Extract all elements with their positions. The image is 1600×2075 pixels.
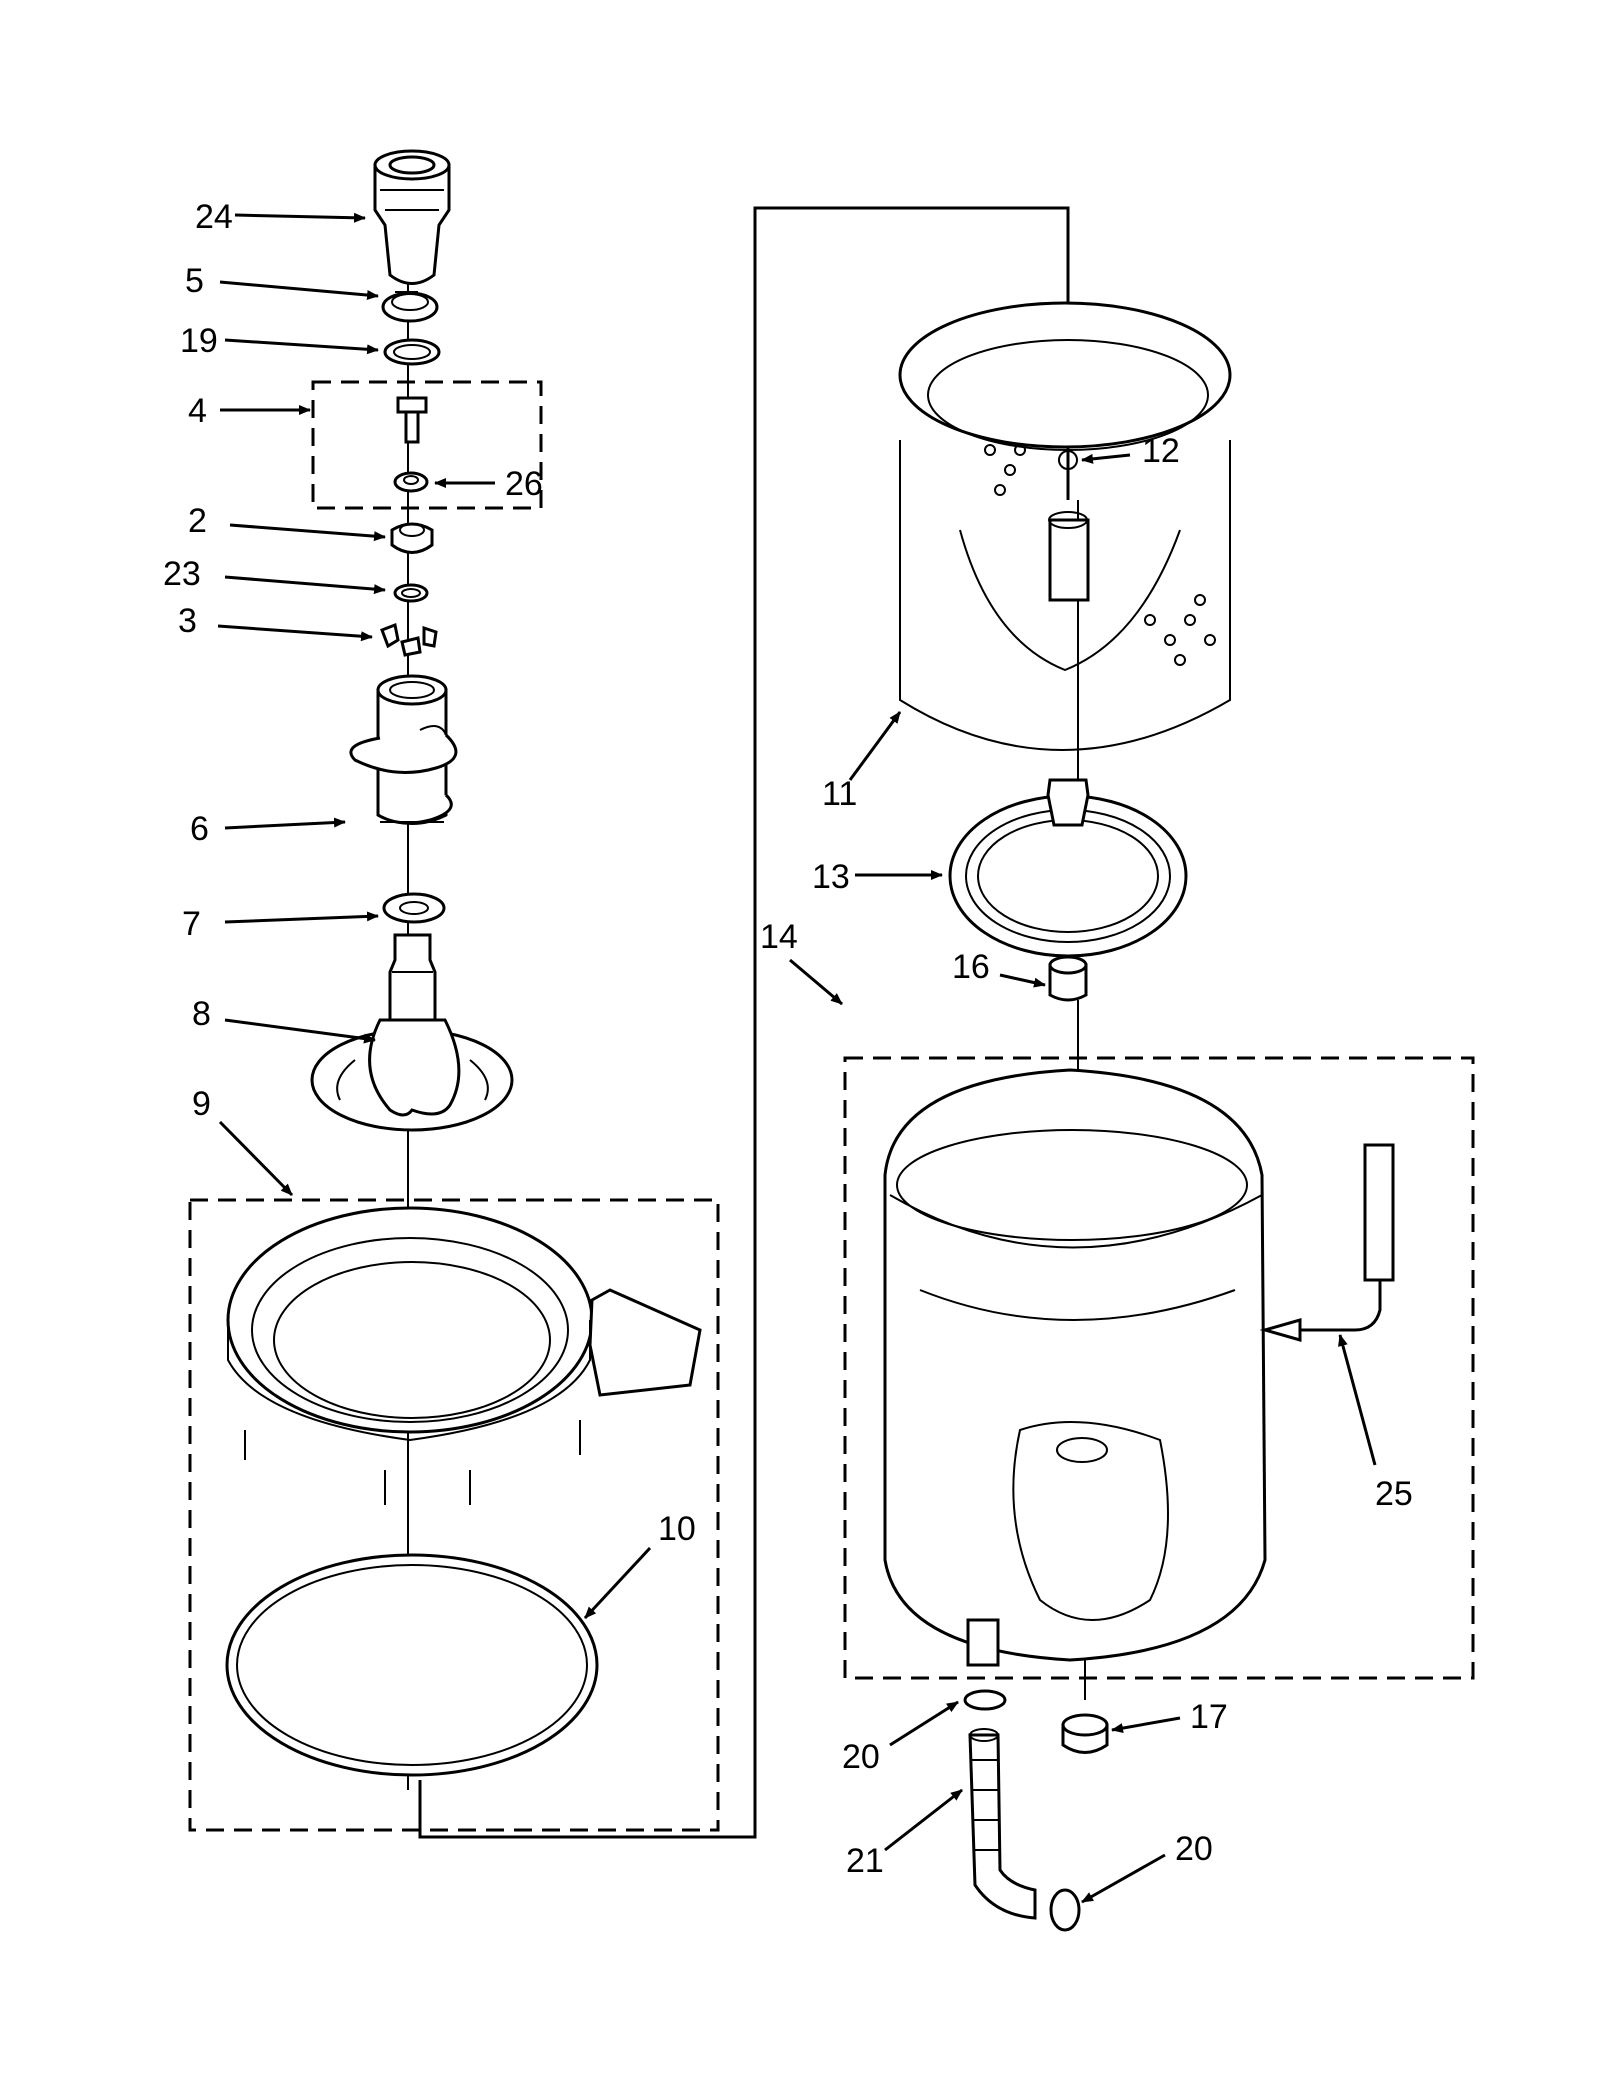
- label-part-25: 25: [1375, 1475, 1413, 1513]
- label-part-10: 10: [658, 1510, 696, 1548]
- part-14-outer-tub: [883, 1068, 1267, 1667]
- part-24-agitator-cap: [373, 149, 451, 285]
- label-part-7: 7: [182, 905, 201, 943]
- label-part-26: 26: [505, 465, 543, 503]
- label-part-3: 3: [178, 602, 197, 640]
- part-26-washer: [393, 471, 429, 493]
- part-13-hub: [948, 778, 1188, 958]
- label-part-23: 23: [163, 555, 201, 593]
- part-11-spin-basket: [898, 301, 1232, 751]
- label-part-20-upper: 20: [842, 1738, 880, 1776]
- group-box-4: [311, 380, 543, 510]
- label-part-21: 21: [846, 1842, 884, 1880]
- part-9-tub-ring: [226, 1206, 702, 1505]
- label-part-6: 6: [190, 810, 209, 848]
- part-8-agitator-base: [310, 933, 514, 1132]
- label-part-11: 11: [822, 775, 857, 813]
- label-part-24: 24: [195, 198, 233, 236]
- label-part-19: 19: [180, 322, 218, 360]
- leader-arrows: [217, 212, 1377, 1904]
- part-20-lower-clamp: [1049, 1888, 1081, 1932]
- label-part-12: 12: [1142, 432, 1180, 470]
- part-19-ring: [383, 338, 441, 366]
- part-23-o-ring: [393, 583, 429, 603]
- part-6-agitator-auger: [349, 674, 458, 825]
- part-20-upper-clamp: [963, 1689, 1007, 1711]
- part-5-cam: [381, 291, 439, 323]
- part-10-large-ring: [225, 1553, 599, 1777]
- part-25-pressure-hose: [1259, 1143, 1395, 1342]
- label-part-13: 13: [812, 858, 850, 896]
- label-part-2: 2: [188, 502, 207, 540]
- group-box-14: [843, 1056, 1475, 1680]
- part-4-bolt: [396, 396, 428, 444]
- label-part-14: 14: [760, 918, 798, 956]
- group-box-9: [188, 1198, 720, 1832]
- label-part-16: 16: [952, 948, 990, 986]
- label-part-20-lower: 20: [1175, 1830, 1213, 1868]
- label-part-17: 17: [1190, 1698, 1228, 1736]
- label-part-9: 9: [192, 1085, 211, 1123]
- label-part-8: 8: [192, 995, 211, 1033]
- label-part-4: 4: [188, 392, 207, 430]
- label-part-5: 5: [185, 262, 204, 300]
- part-2-cap: [390, 522, 434, 554]
- part-21-drain-hose: [968, 1728, 1037, 1920]
- part-17-drain-fitting: [1061, 1713, 1109, 1754]
- part-3-clips: [380, 622, 438, 657]
- part-16-nut: [1048, 955, 1088, 1002]
- part-7-bearing: [382, 892, 446, 924]
- part-labels: 24 5 19 4 26 2 23 3 6 7 8 9 10 11 12 13 …: [163, 198, 1413, 1880]
